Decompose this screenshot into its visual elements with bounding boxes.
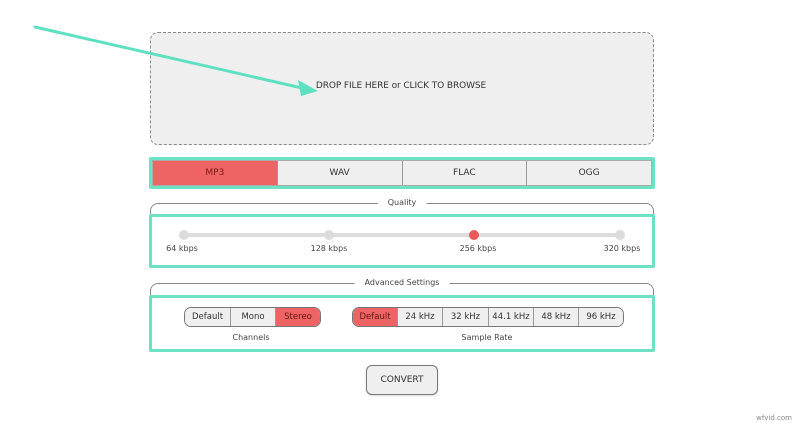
quality-slider[interactable]: 64 kbps 128 kbps 256 kbps 320 kbps	[166, 230, 640, 253]
advanced-settings-section: Advanced Settings	[150, 278, 654, 297]
format-selector: MP3 WAV FLAC OGG	[152, 160, 652, 186]
sample-rate-selector: Default 24 kHz 32 kHz 44.1 kHz 48 kHz 96…	[352, 307, 624, 327]
format-option-ogg[interactable]: OGG	[527, 161, 651, 185]
slider-track[interactable]	[182, 233, 622, 237]
quality-stop-256-thumb[interactable]	[469, 230, 479, 240]
drop-zone-label: DROP FILE HERE or CLICK TO BROWSE	[315, 80, 487, 91]
quality-title: Quality	[377, 198, 427, 207]
channels-selector: Default Mono Stereo	[184, 307, 321, 327]
channels-label: Channels	[232, 333, 270, 342]
channel-option-default[interactable]: Default	[185, 308, 231, 326]
sample-rate-option-44-1khz[interactable]: 44.1 kHz	[489, 308, 534, 326]
quality-section: Quality	[150, 198, 654, 217]
convert-button[interactable]: CONVERT	[366, 365, 438, 395]
file-drop-zone[interactable]: DROP FILE HERE or CLICK TO BROWSE	[150, 32, 654, 145]
sample-rate-label: Sample Rate	[461, 333, 513, 342]
quality-label-64: 64 kbps	[166, 244, 198, 253]
watermark: wfvid.com	[756, 414, 792, 422]
format-option-wav[interactable]: WAV	[277, 161, 403, 185]
quality-stop-320[interactable]	[615, 230, 625, 240]
quality-highlight-frame	[149, 214, 655, 268]
sample-rate-option-96khz[interactable]: 96 kHz	[579, 308, 623, 326]
sample-rate-option-24khz[interactable]: 24 kHz	[398, 308, 443, 326]
quality-stop-128[interactable]	[324, 230, 334, 240]
format-option-flac[interactable]: FLAC	[402, 161, 528, 185]
sample-rate-option-48khz[interactable]: 48 kHz	[534, 308, 579, 326]
quality-label-128: 128 kbps	[310, 244, 348, 253]
quality-label-256: 256 kbps	[459, 244, 497, 253]
sample-rate-option-default[interactable]: Default	[353, 308, 398, 326]
advanced-settings-title: Advanced Settings	[354, 278, 450, 287]
sample-rate-option-32khz[interactable]: 32 kHz	[443, 308, 489, 326]
channel-option-mono[interactable]: Mono	[231, 308, 276, 326]
format-highlight-frame	[149, 157, 655, 189]
quality-label-320: 320 kbps	[603, 244, 641, 253]
advanced-highlight-frame	[149, 295, 655, 352]
format-option-mp3[interactable]: MP3	[153, 161, 278, 185]
channel-option-stereo[interactable]: Stereo	[276, 308, 320, 326]
quality-stop-64[interactable]	[179, 230, 189, 240]
